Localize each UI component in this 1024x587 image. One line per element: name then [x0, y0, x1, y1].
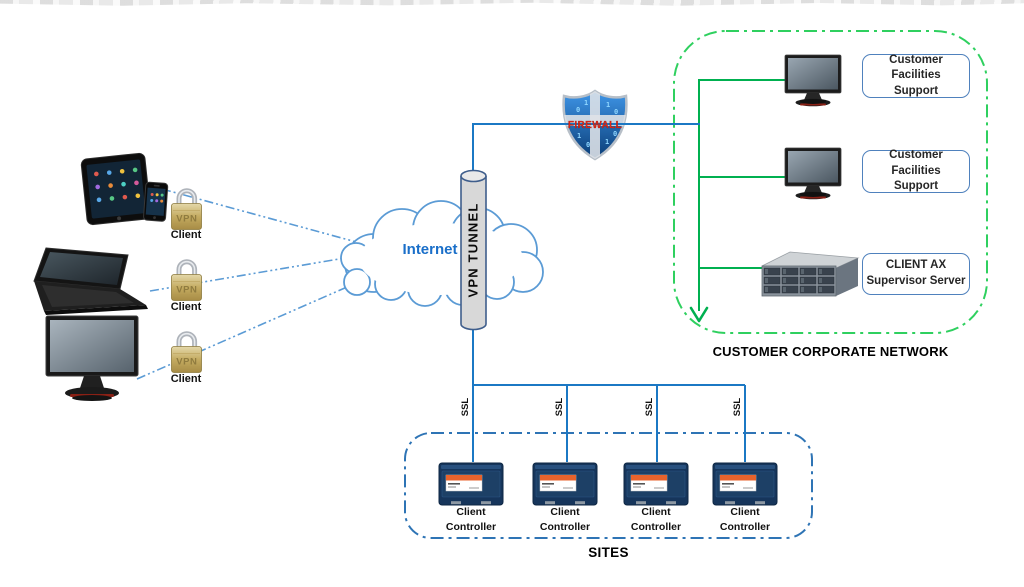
sites-title: SITES	[588, 545, 629, 560]
vpn-tunnel-label: VPN TUNNEL	[466, 202, 481, 297]
padlock-icon: VPN	[171, 188, 202, 230]
node-label-box: CLIENT AX Supervisor Server	[862, 253, 970, 295]
node-label-box: Customer Facilities Support	[862, 149, 970, 193]
controller-label-line1: Client	[550, 506, 580, 518]
node-label-line1: Customer Facilities	[889, 149, 943, 177]
lan-trunk-line	[698, 79, 786, 311]
vpn-tunnel-cylinder: VPN TUNNEL	[460, 169, 487, 331]
controller-label-line1: Client	[730, 506, 760, 518]
green-down-arrow-icon	[689, 306, 709, 323]
svg-text:0: 0	[613, 130, 617, 138]
vpn-lock-text: VPN	[176, 214, 197, 225]
node-label-box: Customer Facilities Support	[862, 54, 970, 98]
client-controller-icon	[712, 462, 778, 506]
workstation-monitor-icon	[784, 54, 842, 107]
svg-text:1: 1	[605, 138, 609, 146]
client-label: Client	[170, 229, 202, 241]
svg-text:1: 1	[577, 132, 581, 140]
ssl-label: SSL	[732, 398, 743, 417]
node-label-line2: Support	[893, 180, 939, 193]
client-controller-icon	[532, 462, 598, 506]
svg-text:1: 1	[606, 101, 610, 109]
ssl-label: SSL	[644, 398, 655, 417]
laptop-icon	[33, 247, 148, 315]
ssl-label: SSL	[460, 398, 471, 417]
client-controller-icon	[623, 462, 689, 506]
wan-uplink-line	[472, 123, 700, 177]
controller-label-line2: Controller	[539, 520, 591, 533]
controller-label-line2: Controller	[719, 520, 771, 533]
client-label: Client	[170, 373, 202, 385]
svg-text:0: 0	[586, 141, 590, 149]
client-controller-icon	[438, 462, 504, 506]
smartphone-icon	[143, 181, 169, 222]
padlock-icon: VPN	[171, 331, 202, 373]
controller-label: Client Controller	[523, 505, 607, 534]
torn-paper-edge	[0, 0, 1024, 6]
sites-boundary	[404, 432, 813, 539]
controller-label: Client Controller	[703, 505, 787, 534]
svg-text:0: 0	[614, 108, 618, 116]
padlock-icon: VPN	[171, 259, 202, 301]
server-icon	[761, 251, 860, 297]
corporate-network-title: CUSTOMER CORPORATE NETWORK	[712, 344, 949, 359]
controller-label-line1: Client	[456, 506, 486, 518]
vpn-lock-text: VPN	[176, 357, 197, 368]
internet-label: Internet	[402, 241, 458, 258]
workstation-monitor-icon	[784, 147, 842, 200]
desktop-monitor-icon	[45, 315, 139, 401]
controller-label-line1: Client	[641, 506, 671, 518]
vpn-lock-text: VPN	[176, 285, 197, 296]
controller-label-line2: Controller	[445, 520, 497, 533]
node-label-line2: Support	[893, 84, 939, 97]
ssl-label: SSL	[554, 398, 565, 417]
firewall-label: FIREWALL	[568, 120, 622, 131]
node-label-line1: Customer Facilities	[889, 53, 943, 82]
node-label-line1: CLIENT AX	[885, 259, 947, 272]
controller-label-line2: Controller	[630, 520, 682, 533]
tablet-device-icon	[80, 152, 169, 226]
controller-label: Client Controller	[614, 505, 698, 534]
client-label: Client	[170, 301, 202, 313]
svg-text:0: 0	[576, 106, 580, 114]
svg-text:1: 1	[584, 99, 588, 107]
node-label-line2: Supervisor Server	[866, 275, 966, 287]
corporate-network-boundary	[673, 30, 988, 334]
client3-link-line	[136, 286, 348, 380]
controller-label: Client Controller	[429, 505, 513, 534]
